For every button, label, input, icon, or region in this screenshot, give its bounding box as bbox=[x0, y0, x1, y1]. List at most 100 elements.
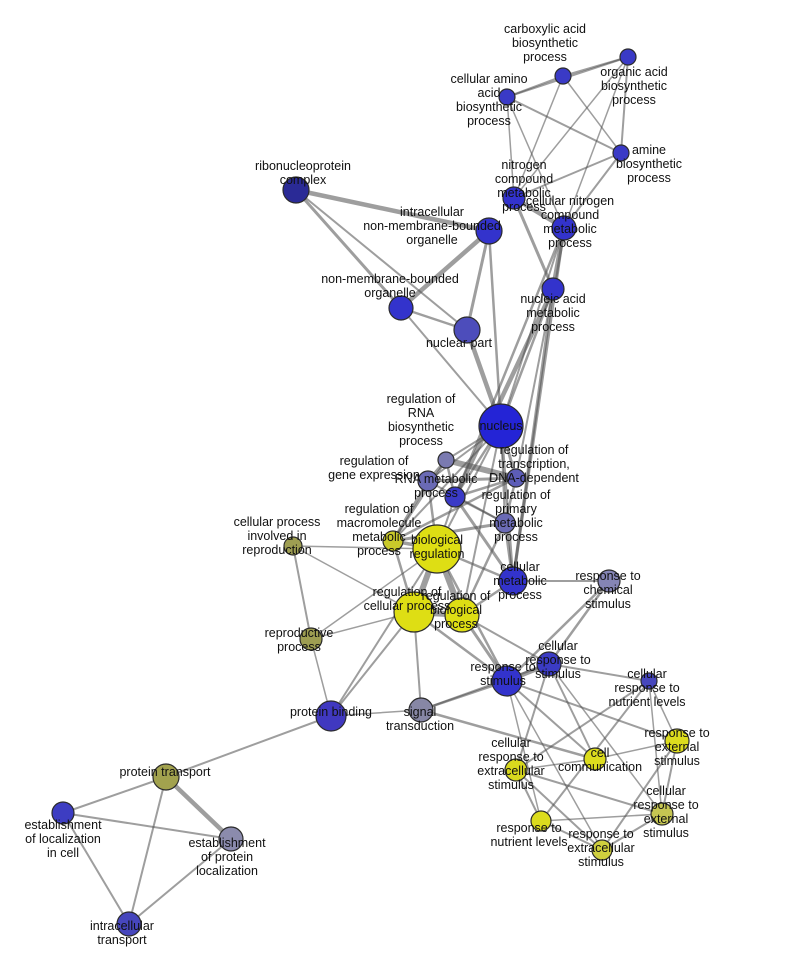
graph-node-regulation-of-macromolecule-metabolic-process[interactable] bbox=[382, 530, 404, 552]
node-label: nuclear part bbox=[426, 336, 493, 350]
graph-edge bbox=[62, 812, 232, 840]
graph-node-cell-communication[interactable] bbox=[583, 747, 607, 771]
graph-node-regulation-of-primary-metabolic-process[interactable] bbox=[494, 512, 516, 534]
graph-edge bbox=[563, 152, 622, 229]
graph-edge bbox=[506, 680, 542, 822]
graph-edge bbox=[310, 548, 438, 640]
graph-node-regulation-of-transcription-dna-dependent[interactable] bbox=[506, 468, 526, 488]
graph-edge bbox=[506, 96, 565, 229]
graph-node-cellular-process-involved-in-reproduction[interactable] bbox=[283, 536, 303, 556]
graph-edge bbox=[452, 286, 556, 500]
graph-node-establishment-of-protein-localization[interactable] bbox=[218, 826, 244, 852]
graph-edge bbox=[515, 680, 650, 771]
graph-node-protein-binding[interactable] bbox=[315, 700, 347, 732]
graph-node-organic-acid-biosynthetic-process[interactable] bbox=[619, 48, 637, 66]
graph-edge bbox=[601, 813, 663, 851]
graph-edge bbox=[293, 187, 492, 234]
graph-node-rna-metabolic-process[interactable] bbox=[444, 486, 466, 508]
graph-node-carboxylic-acid-biosynthetic-process[interactable] bbox=[554, 67, 572, 85]
graph-node-non-membrane-bounded-organelle[interactable] bbox=[388, 295, 414, 321]
graph-node-response-to-stimulus[interactable] bbox=[491, 665, 523, 697]
graph-node-regulation-of-biological-process[interactable] bbox=[444, 597, 480, 633]
graph-node-cellular-nitrogen-compound-metabolic-process[interactable] bbox=[551, 215, 577, 241]
graph-edge bbox=[62, 776, 167, 814]
graph-node-response-to-nutrient-levels[interactable] bbox=[530, 810, 552, 832]
graph-node-regulation-of-rna-biosynthetic-process[interactable] bbox=[437, 451, 455, 469]
graph-edge bbox=[128, 776, 167, 925]
graph-node-ribonucleoprotein-complex[interactable] bbox=[282, 176, 310, 204]
graph-node-cellular-amino-acid-biosynthetic-process[interactable] bbox=[498, 88, 516, 106]
graph-edge bbox=[163, 774, 234, 842]
graph-node-nucleus[interactable] bbox=[478, 403, 524, 449]
graph-edge bbox=[601, 740, 678, 851]
graph-node-regulation-of-gene-expression[interactable] bbox=[417, 470, 439, 492]
graph-edge bbox=[506, 680, 603, 851]
graph-node-response-to-extracellular-stimulus[interactable] bbox=[591, 839, 613, 861]
graph-edge bbox=[426, 476, 518, 483]
graph-node-cellular-response-to-extracellular-stimulus[interactable] bbox=[504, 758, 528, 782]
graph-node-nucleic-acid-metabolic-process[interactable] bbox=[541, 277, 565, 301]
graph-node-signal-transduction[interactable] bbox=[408, 697, 434, 723]
graph-edge bbox=[292, 545, 415, 613]
graph-node-regulation-of-cellular-process[interactable] bbox=[393, 591, 435, 633]
graph-edge bbox=[547, 579, 611, 666]
graph-edge bbox=[128, 838, 232, 925]
graph-node-protein-transport[interactable] bbox=[152, 763, 180, 791]
graph-node-nitrogen-compound-metabolic-process[interactable] bbox=[502, 186, 526, 210]
graph-node-intracellular-non-membrane-bounded-organelle[interactable] bbox=[475, 217, 503, 245]
graph-edge bbox=[453, 495, 515, 583]
graph-edge bbox=[620, 56, 629, 154]
graph-node-response-to-chemical-stimulus[interactable] bbox=[597, 569, 621, 593]
graph-edge bbox=[648, 680, 663, 815]
graph-edge bbox=[391, 476, 518, 543]
graph-node-biological-regulation[interactable] bbox=[412, 524, 462, 574]
graph-edge bbox=[443, 457, 519, 481]
graph-edge bbox=[295, 189, 468, 331]
graph-node-amine-biosynthetic-process[interactable] bbox=[612, 144, 630, 162]
graph-edge bbox=[499, 424, 515, 583]
graph-node-cellular-response-to-external-stimulus[interactable] bbox=[650, 802, 674, 826]
graph-edge bbox=[392, 425, 502, 542]
graph-node-reproductive-process[interactable] bbox=[299, 627, 323, 651]
graph-node-cellular-response-to-stimulus[interactable] bbox=[536, 651, 562, 677]
graph-node-nuclear-part[interactable] bbox=[453, 316, 481, 344]
graph-node-establishment-of-localization-in-cell[interactable] bbox=[51, 801, 75, 825]
graph-node-cellular-metabolic-process[interactable] bbox=[498, 566, 528, 596]
graph-edge bbox=[499, 287, 555, 428]
graph-edge bbox=[511, 287, 555, 583]
graph-node-response-to-external-stimulus[interactable] bbox=[664, 728, 690, 754]
graph-edge bbox=[461, 425, 502, 616]
graph-edge bbox=[506, 96, 515, 199]
graph-edge bbox=[419, 708, 597, 761]
graph-edge bbox=[465, 229, 491, 332]
graph-node-cellular-response-to-nutrient-levels[interactable] bbox=[640, 672, 658, 690]
graph-node-intracellular-transport[interactable] bbox=[116, 911, 142, 937]
graph-edge bbox=[292, 545, 312, 640]
